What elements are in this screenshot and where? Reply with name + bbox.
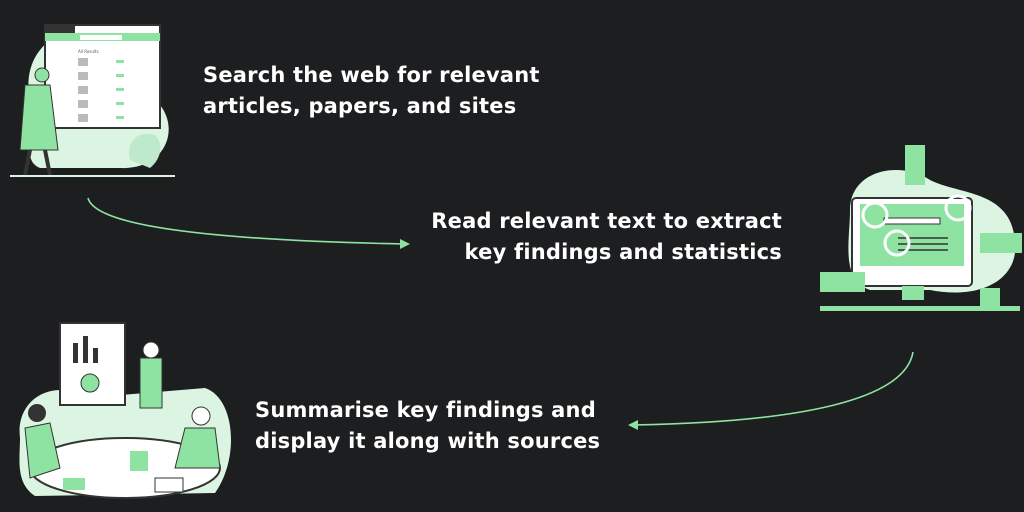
search-illustration: All Results [10,24,175,177]
step-read-text: Read relevant text to extract key findin… [431,206,782,268]
step-2-line-2: key findings and statistics [464,240,782,264]
step-3-line-2: display it along with sources [255,429,601,453]
summarise-illustration [19,322,232,499]
arrowhead-1 [400,239,410,249]
step-2-line-1: Read relevant text to extract [431,209,782,233]
step-summarise-text: Summarise key findings and display it al… [255,395,600,457]
arrow-step2-to-step3 [633,351,914,426]
arrow-step1-to-step2 [87,197,406,245]
read-illustration [820,145,1022,311]
step-search-text: Search the web for relevant articles, pa… [203,60,540,122]
step-3-line-1: Summarise key findings and [255,398,596,422]
step-1-line-1: Search the web for relevant [203,63,540,87]
step-1-line-2: articles, papers, and sites [203,94,517,118]
all-results-label: All Results [78,49,99,54]
arrowhead-2 [628,420,638,430]
